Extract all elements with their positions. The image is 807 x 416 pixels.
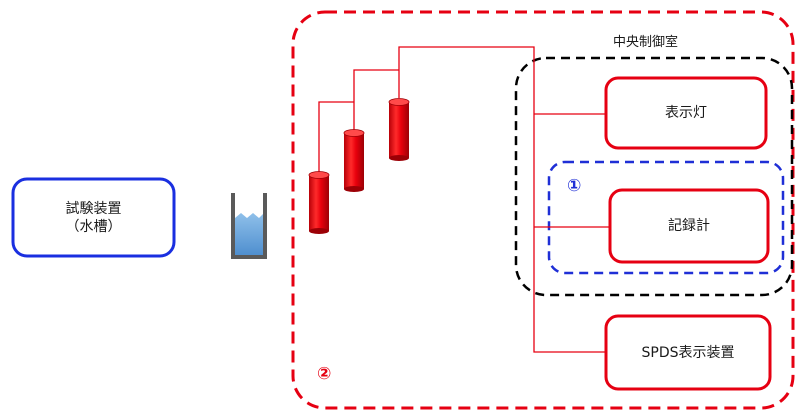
recorder-label: 記録計: [668, 218, 710, 234]
marker-1: ①: [567, 176, 582, 196]
spds-display-box: [604, 314, 772, 391]
indicator-lamp-box: [604, 76, 768, 150]
signal-cylinder-icon: [343, 129, 365, 192]
signal-wiring: [318, 46, 610, 353]
test-device-label: 試験装置 （水槽）: [65, 200, 122, 235]
signal-cylinder-icon: [388, 98, 410, 161]
spds-display-label: SPDS表示装置: [641, 344, 735, 361]
control-room-label: 中央制御室: [613, 35, 679, 50]
signal-cylinder-icon: [308, 171, 330, 234]
recorder-box: [608, 188, 770, 264]
water-tank-icon: [231, 193, 267, 259]
control-room-region: [514, 56, 794, 297]
indicator-lamp-label: 表示灯: [665, 105, 707, 121]
marker-2: ②: [317, 364, 332, 384]
system-boundary-region: [291, 10, 795, 410]
test-device-box: [11, 177, 176, 258]
